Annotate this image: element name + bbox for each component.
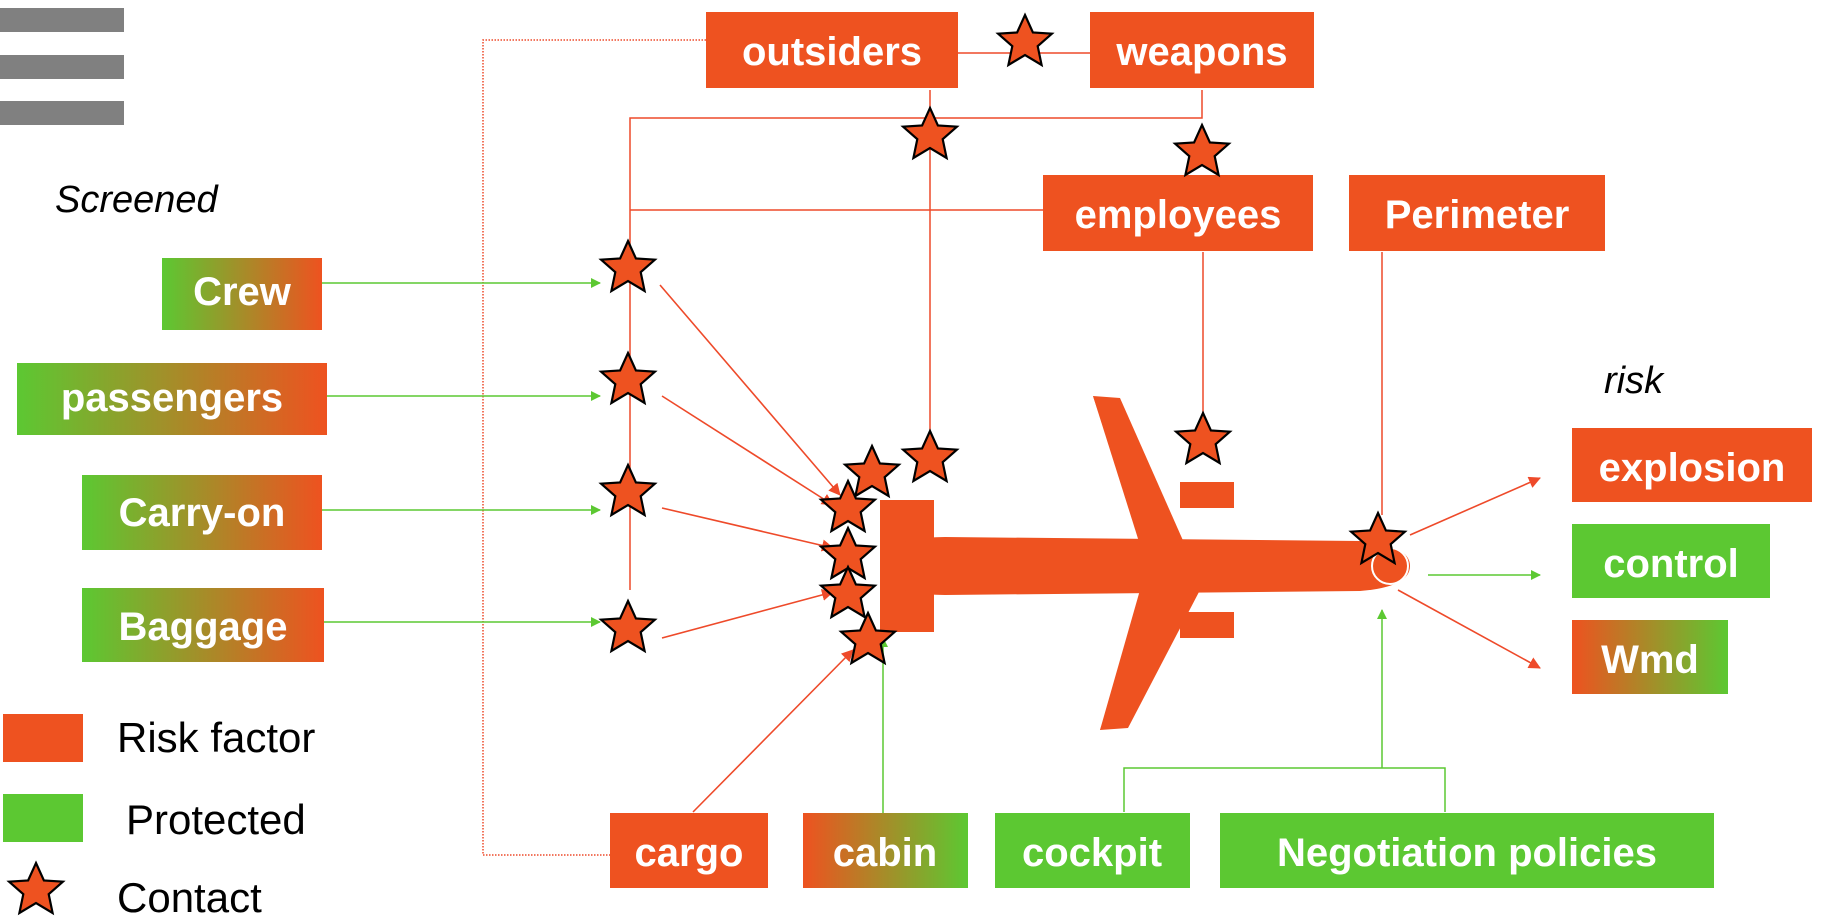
cargo-label: cargo bbox=[635, 831, 744, 875]
passengers-label: passengers bbox=[61, 376, 283, 420]
cabin-box[interactable]: cabin bbox=[803, 813, 968, 888]
legend-risk-label: Risk factor bbox=[117, 714, 315, 761]
carry-on-box[interactable]: Carry-on bbox=[82, 475, 322, 550]
star-icon bbox=[1174, 411, 1232, 465]
star-icon bbox=[819, 565, 877, 619]
screening-arrows bbox=[322, 278, 1541, 815]
star-icon bbox=[599, 239, 657, 293]
perimeter-box[interactable]: Perimeter bbox=[1349, 175, 1605, 251]
weapons-label: weapons bbox=[1115, 30, 1287, 74]
legend: Risk factor Protected Contact bbox=[3, 714, 315, 921]
crew-box[interactable]: Crew bbox=[162, 258, 322, 330]
cockpit-label: cockpit bbox=[1022, 831, 1162, 875]
contact-arrows bbox=[659, 284, 1541, 813]
carry-on-label: Carry-on bbox=[119, 491, 286, 535]
wmd-label: Wmd bbox=[1601, 638, 1699, 682]
crew-label: Crew bbox=[193, 270, 292, 314]
baggage-box[interactable]: Baggage bbox=[82, 588, 324, 662]
cargo-box[interactable]: cargo bbox=[610, 813, 768, 888]
star-icon bbox=[599, 351, 657, 405]
legend-contact-label: Contact bbox=[117, 874, 262, 921]
star-icon bbox=[8, 861, 65, 915]
star-icon bbox=[599, 599, 657, 653]
airplane-icon bbox=[880, 396, 1410, 730]
baggage-label: Baggage bbox=[119, 605, 288, 649]
star-icon bbox=[901, 429, 959, 483]
explosion-box[interactable]: explosion bbox=[1572, 428, 1812, 502]
perimeter-label: Perimeter bbox=[1385, 193, 1570, 237]
star-icon bbox=[843, 444, 901, 498]
wmd-box[interactable]: Wmd bbox=[1572, 620, 1728, 694]
weapons-drop bbox=[629, 90, 1203, 590]
control-box[interactable]: control bbox=[1572, 524, 1770, 598]
control-label: control bbox=[1603, 542, 1739, 586]
legend-protected-swatch bbox=[3, 794, 83, 842]
employees-label: employees bbox=[1075, 193, 1282, 237]
star-icon bbox=[1173, 123, 1231, 177]
menu-icon[interactable] bbox=[0, 8, 124, 125]
outsiders-connector bbox=[482, 39, 706, 856]
legend-risk-swatch bbox=[3, 714, 83, 762]
legend-protected-label: Protected bbox=[126, 796, 306, 843]
cabin-label: cabin bbox=[833, 831, 937, 875]
explosion-label: explosion bbox=[1599, 446, 1786, 490]
weapons-box[interactable]: weapons bbox=[1090, 12, 1314, 88]
star-icon bbox=[996, 13, 1054, 67]
outsiders-label: outsiders bbox=[742, 30, 922, 74]
employees-box[interactable]: employees bbox=[1043, 175, 1313, 251]
risk-heading: risk bbox=[1604, 360, 1665, 402]
negotiation-policies-box[interactable]: Negotiation policies bbox=[1220, 813, 1714, 888]
star-icon bbox=[599, 463, 657, 517]
negotiation-policies-label: Negotiation policies bbox=[1277, 831, 1657, 875]
outsiders-box[interactable]: outsiders bbox=[706, 12, 958, 88]
passengers-box[interactable]: passengers bbox=[17, 363, 327, 435]
screened-heading: Screened bbox=[55, 179, 220, 221]
cockpit-box[interactable]: cockpit bbox=[995, 813, 1190, 888]
